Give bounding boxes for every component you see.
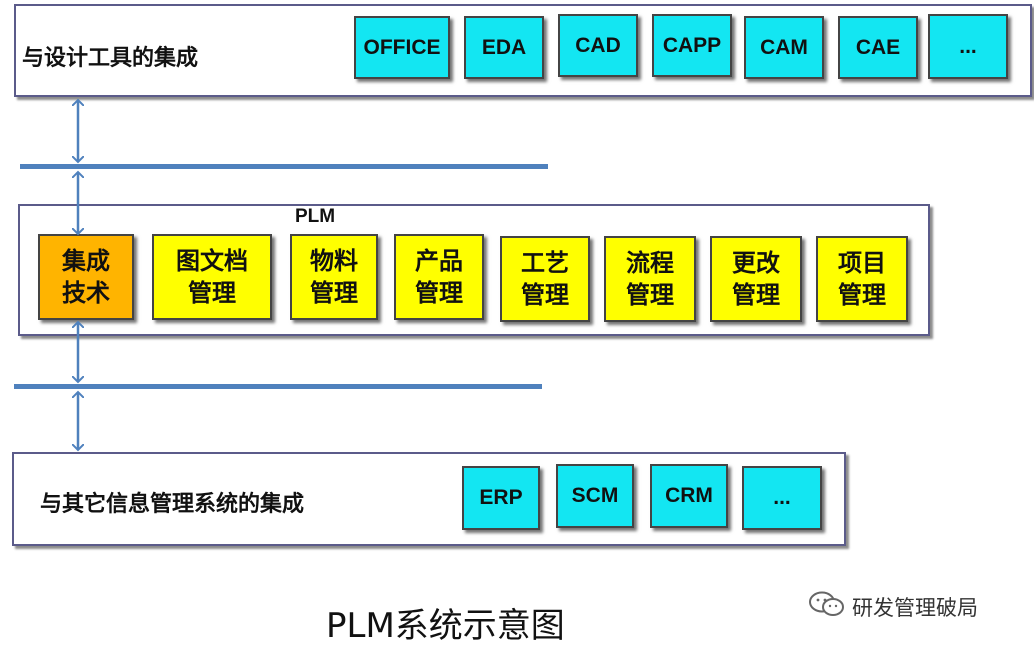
module-label-line2: 管理 <box>521 281 569 309</box>
module-label-line2: 管理 <box>310 279 358 307</box>
module-label-line2: 管理 <box>732 281 780 309</box>
module-label-line1: 更改 <box>732 249 780 277</box>
module-workflow-mgmt: 流程管理 <box>604 236 696 322</box>
integration-tech-box: 集成技术 <box>38 234 134 320</box>
system-box-more: ... <box>742 466 822 530</box>
module-label-line1: 产品 <box>415 247 463 275</box>
tool-box-cad: CAD <box>558 14 638 77</box>
module-process-mgmt: 工艺管理 <box>500 236 590 322</box>
module-label-line2: 管理 <box>188 279 236 307</box>
module-project-mgmt: 项目管理 <box>816 236 908 322</box>
module-document-mgmt: 图文档管理 <box>152 234 272 320</box>
module-product-mgmt: 产品管理 <box>394 234 484 320</box>
tool-box-cae: CAE <box>838 16 918 79</box>
system-box-scm: SCM <box>556 464 634 528</box>
integration-tech-line2: 技术 <box>62 279 110 307</box>
wechat-icon <box>808 590 846 623</box>
system-box-erp: ERP <box>462 466 540 530</box>
module-label-line1: 工艺 <box>521 249 569 277</box>
tool-box-cam: CAM <box>744 16 824 79</box>
watermark: 研发管理破局 <box>808 590 978 623</box>
tool-box-capp: CAPP <box>652 14 732 77</box>
integration-tech-line1: 集成 <box>62 247 110 275</box>
tool-box-eda: EDA <box>464 16 544 79</box>
tool-box-office: OFFICE <box>354 16 450 79</box>
module-label-line1: 图文档 <box>176 247 248 275</box>
module-label-line1: 项目 <box>838 249 886 277</box>
module-label-line1: 物料 <box>310 247 358 275</box>
bus-line-upper <box>20 164 548 169</box>
system-box-crm: CRM <box>650 464 728 528</box>
bus-line-lower <box>14 384 542 389</box>
module-label-line2: 管理 <box>626 281 674 309</box>
watermark-text: 研发管理破局 <box>852 595 978 620</box>
plm-label: PLM <box>295 206 336 227</box>
module-label-line2: 管理 <box>415 279 463 307</box>
module-label-line1: 流程 <box>626 249 674 277</box>
diagram-caption: PLM系统示意图 <box>326 606 565 646</box>
module-label-line2: 管理 <box>838 281 886 309</box>
info-systems-title: 与其它信息管理系统的集成 <box>40 492 305 517</box>
module-change-mgmt: 更改管理 <box>710 236 802 322</box>
tool-box-more: ... <box>928 14 1008 79</box>
design-tools-title: 与设计工具的集成 <box>22 46 199 71</box>
module-material-mgmt: 物料管理 <box>290 234 378 320</box>
